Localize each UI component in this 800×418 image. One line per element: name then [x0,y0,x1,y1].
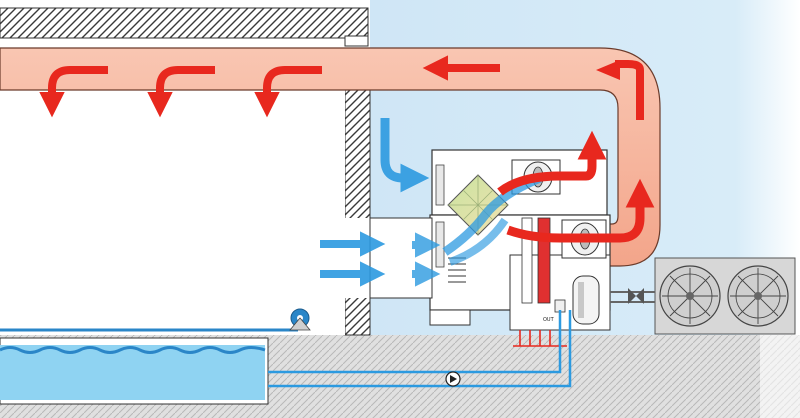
evaporator-coil [521,217,533,304]
pool-hall [0,90,345,335]
ground-right-fade [760,330,800,418]
unit-base [429,309,471,326]
supply-air-arrows [39,66,322,118]
heat-exchanger-grid [448,175,508,235]
condenser-fan-icon [659,265,721,327]
cold-intake-arrow [380,118,430,193]
return-air-arrows [320,231,441,287]
pool-wave [0,346,266,354]
exhaust-warm-path [497,130,607,196]
curved-down-arrow-icon [147,66,215,118]
compressor-icon [572,275,600,325]
ceiling-slab [0,7,369,39]
wall-opening [345,218,370,298]
supply-warm-path [506,178,655,243]
curved-down-arrow-icon [39,66,108,118]
unit-out-label: OUT [543,317,555,323]
cover-roller-icon [289,308,311,331]
exterior-wall [344,89,371,336]
up-arrow-icon [596,60,620,80]
curved-down-arrow-icon [254,66,322,118]
unit-inlet-duct [369,217,433,299]
refrigerant-lines [610,291,655,303]
outdoor-condenser-unit [654,257,796,335]
hall-extract-arrow-2 [448,217,509,266]
filter-upper [435,164,445,206]
pool-water-pipes [268,310,572,388]
ceiling-lip [344,35,369,47]
condenser-fan-icon [727,265,789,327]
up-arrow-icon [615,60,644,120]
pool-water [0,345,265,400]
pump-icon [445,371,461,387]
filter-lower [435,221,445,268]
condenser-coil [537,217,551,304]
hall-extract-arrow [442,173,542,256]
service-valves [628,288,644,304]
